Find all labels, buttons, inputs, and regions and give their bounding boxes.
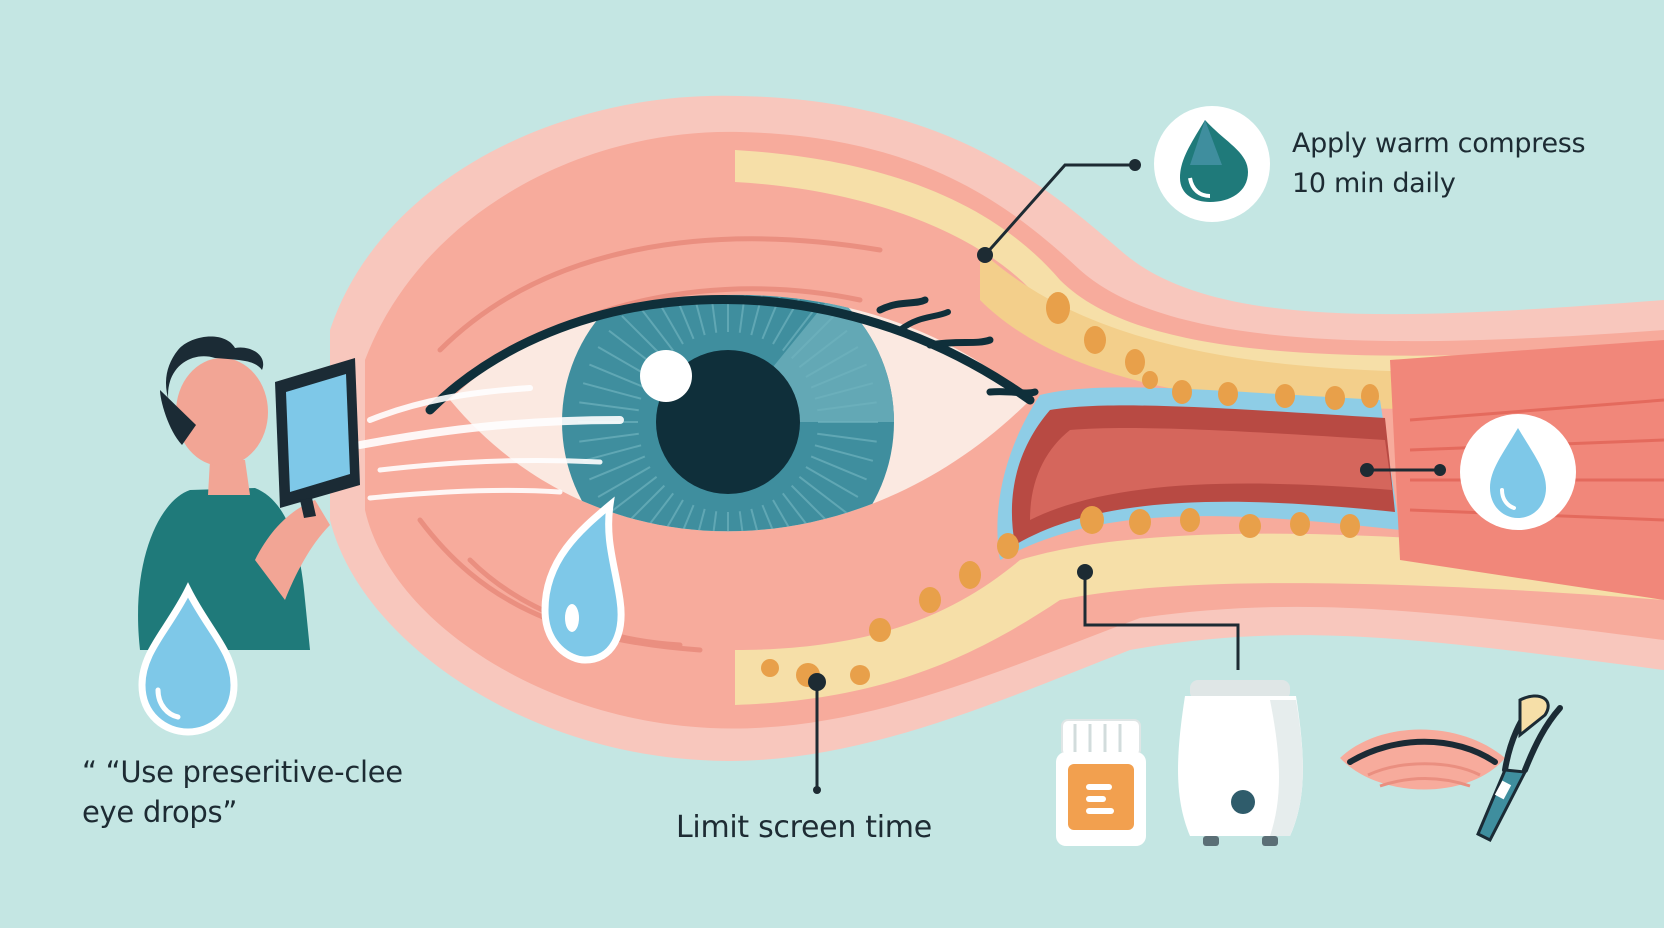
iris-ray — [810, 455, 867, 481]
eye-drops-line2: eye drops” — [82, 795, 238, 829]
warm-compress-line1: Apply warm compress — [1292, 128, 1586, 159]
iris-ray — [589, 455, 646, 481]
iris-ray — [579, 401, 639, 412]
iris-ray — [582, 444, 642, 462]
iris-ray — [781, 492, 821, 532]
iris-ray — [750, 508, 768, 532]
iris-ray — [635, 492, 675, 532]
iris-ray — [817, 401, 877, 412]
tear-drop-icon — [541, 496, 625, 664]
iris-ray — [669, 504, 695, 532]
iris-ray — [805, 346, 859, 378]
tweezers-icon — [1476, 694, 1563, 843]
iris-ray — [798, 329, 848, 369]
iris-ray — [810, 363, 867, 389]
humidifier-icon — [1178, 680, 1303, 846]
iris-ray — [652, 499, 684, 532]
meibomian-glands — [761, 292, 1379, 687]
iris-ray — [688, 294, 706, 336]
iris-ray — [814, 444, 874, 462]
pupil — [640, 350, 800, 494]
iris-ray — [817, 432, 877, 443]
iris-ray — [814, 382, 874, 400]
tablet-icon — [275, 358, 360, 518]
upper-gland-band — [735, 150, 1664, 410]
eye-drops-icon — [138, 582, 238, 736]
iris-ray — [761, 504, 787, 532]
supplement-bottle-icon — [1056, 719, 1146, 846]
callout-lines — [815, 163, 1440, 790]
iris-ray — [707, 511, 718, 532]
eye-drops-label: “ “Use preseritive-clee eye drops” — [82, 752, 403, 832]
iris-ray — [738, 511, 749, 532]
iris-ray — [772, 499, 804, 532]
iris-ray — [635, 302, 675, 352]
eyelash-line — [425, 295, 1039, 415]
iris-ray — [579, 432, 639, 443]
water-drop-icon — [1154, 106, 1270, 222]
callout-dots — [808, 159, 1446, 794]
iris-ray — [750, 294, 768, 336]
iris-ray — [688, 508, 706, 532]
iris-ray — [790, 315, 835, 360]
iris-ray — [669, 294, 695, 340]
iris-ray — [798, 475, 848, 515]
air-flow-streaks — [356, 385, 624, 501]
warm-compress-line2: 10 min daily — [1292, 168, 1456, 199]
eyelid-icon — [1340, 729, 1505, 790]
iris-ray — [608, 475, 658, 515]
iris-ray — [582, 382, 642, 400]
iris-ray — [597, 466, 651, 498]
eye-drops-line1: “ “Use preseritive-clee — [82, 755, 403, 789]
iris-ray — [761, 294, 787, 340]
lower-gland-band — [735, 533, 1664, 705]
warm-compress-label: Apply warm compress 10 min daily — [1292, 124, 1586, 204]
iris-ray — [589, 363, 646, 389]
screen-time-label: Limit screen time — [676, 810, 932, 845]
iris-ray — [805, 466, 859, 498]
tear-drop-icon — [1460, 414, 1576, 530]
iris-ray — [621, 315, 666, 360]
